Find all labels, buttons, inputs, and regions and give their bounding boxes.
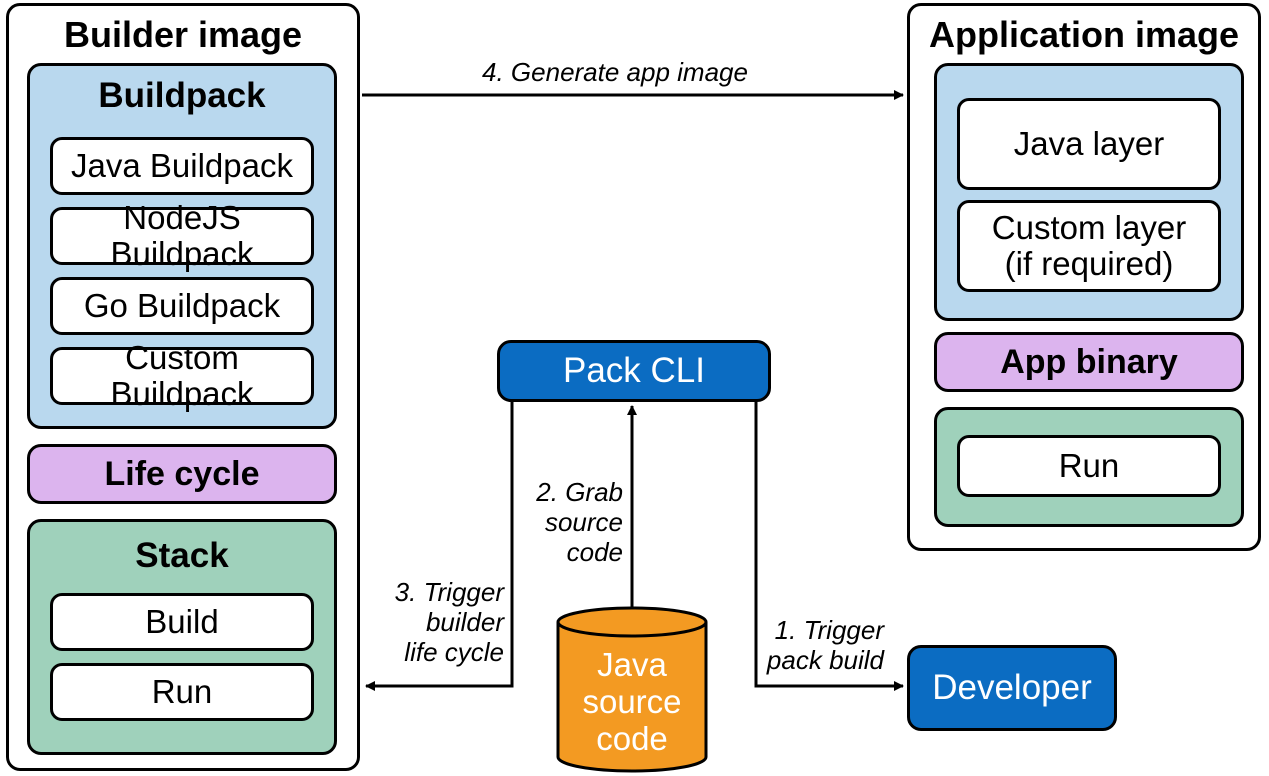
application-image-box: Application image Java layer Custom laye… xyxy=(907,3,1261,551)
app-binary-band: App binary xyxy=(934,332,1244,392)
go-buildpack: Go Buildpack xyxy=(50,277,314,335)
builder-image-title: Builder image xyxy=(63,14,303,55)
buildpack-box: Buildpack Java Buildpack NodeJS Buildpac… xyxy=(27,63,337,429)
builder-image-box: Builder image Buildpack Java Buildpack N… xyxy=(6,3,360,771)
stack-box: Stack Build Run xyxy=(27,519,337,755)
pack-cli-box: Pack CLI xyxy=(497,340,771,402)
custom-layer: Custom layer (if required) xyxy=(957,200,1221,292)
custom-buildpack: Custom Buildpack xyxy=(50,339,314,412)
buildpack-title: Buildpack xyxy=(98,76,266,115)
step2-label: 2. Grab source code xyxy=(536,477,623,567)
source-code-label: Java source code xyxy=(582,646,682,757)
application-image-title: Application image xyxy=(928,14,1240,55)
stack-build: Build xyxy=(50,593,314,651)
app-run-box: Run xyxy=(934,407,1244,527)
stack-run: Run xyxy=(50,663,314,721)
nodejs-buildpack: NodeJS Buildpack xyxy=(50,199,314,272)
java-layer: Java layer xyxy=(957,98,1221,190)
stack-title: Stack xyxy=(135,536,229,575)
step3-label: 3. Trigger builder life cycle xyxy=(394,577,504,667)
java-buildpack: Java Buildpack xyxy=(50,137,314,195)
step1-label: 1. Trigger pack build xyxy=(766,615,884,675)
developer-box: Developer xyxy=(907,645,1117,731)
app-run: Run xyxy=(957,435,1221,497)
step4-label: 4. Generate app image xyxy=(482,57,748,87)
lifecycle-band: Life cycle xyxy=(27,444,337,504)
app-layers-box: Java layer Custom layer (if required) xyxy=(934,63,1244,321)
